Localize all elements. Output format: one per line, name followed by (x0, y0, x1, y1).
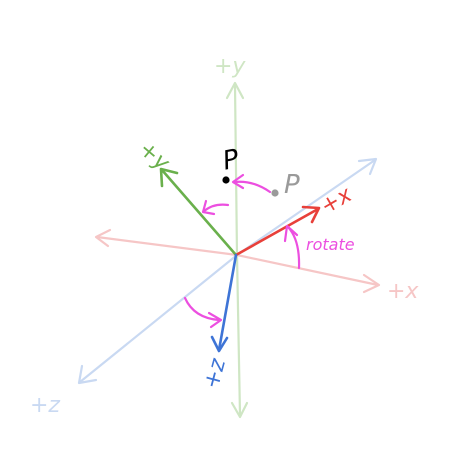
rotation-arc-y-head (201, 199, 216, 216)
old-z-arrowhead-bottom (77, 364, 98, 385)
new-x-arrowhead (301, 205, 321, 224)
old-z-label: +z (30, 393, 60, 418)
old-y-axis (233, 83, 242, 417)
labels: +y +x +z +y +x +z P P rotate (30, 54, 419, 418)
point-new-label: P (220, 144, 242, 177)
new-x-axis (234, 207, 320, 257)
new-x-label: +x (317, 182, 358, 220)
rotation-arc-z-head (207, 311, 223, 329)
old-y-arrowhead-bottom (230, 401, 249, 419)
old-z-arrowhead-top (357, 157, 378, 176)
point-new-dot (222, 176, 230, 184)
points (222, 176, 279, 197)
point-old-label: P (284, 170, 300, 200)
old-x-arrowhead-left (94, 228, 112, 248)
rotation-arcs (183, 173, 301, 329)
rotation-arc-z (183, 296, 221, 322)
rotation-arc-y (202, 203, 230, 213)
new-z-label: +z (199, 356, 231, 392)
rotated-axes (159, 167, 321, 353)
old-y-label: +y (214, 54, 246, 79)
old-x-label: +x (387, 279, 419, 304)
new-z-axis (217, 253, 238, 352)
rotate-label: rotate (306, 235, 355, 254)
new-z-arrowhead (210, 335, 229, 353)
old-y-arrowhead-top (225, 81, 245, 100)
new-y-axis (160, 168, 238, 257)
new-y-arrowhead (159, 167, 179, 188)
rotation-arc-x-head (283, 224, 299, 243)
point-move-arrow-head (231, 173, 245, 190)
point-move-arrow (232, 180, 272, 194)
point-old-dot (271, 189, 279, 197)
old-x-arrowhead-right (362, 273, 381, 294)
